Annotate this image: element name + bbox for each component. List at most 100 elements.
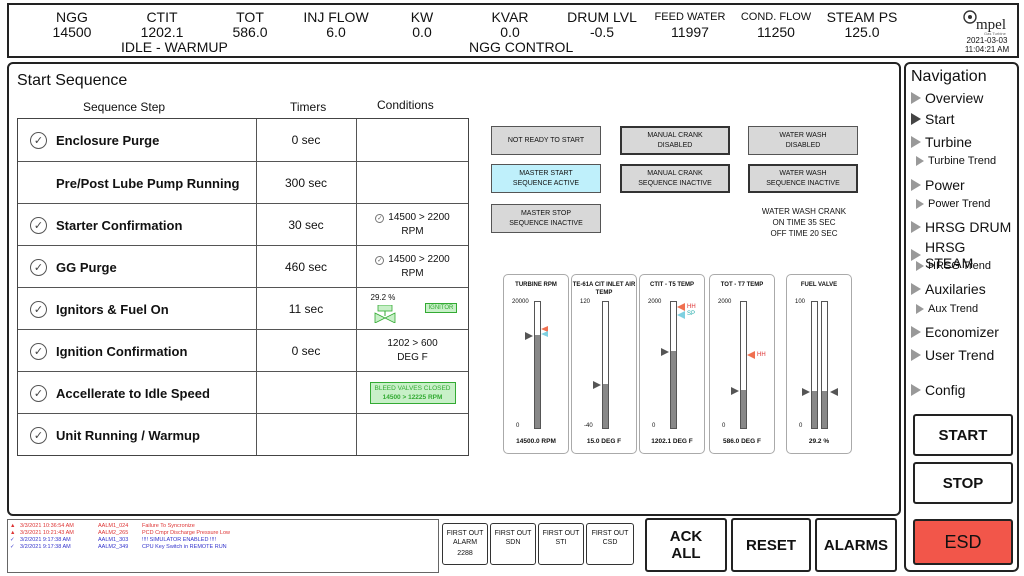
- gauge-reading: 15.0 DEG F: [586, 438, 622, 445]
- step-name: Ignitors & Fuel On: [56, 301, 169, 317]
- header-readout-drum-lvl: DRUM LVL-0.5: [557, 10, 647, 40]
- stop-button[interactable]: STOP: [913, 462, 1013, 504]
- step-condition: [357, 162, 468, 204]
- gauge-title: CTIT - T5 TEMP: [650, 282, 694, 288]
- step-name: Unit Running / Warmup: [56, 427, 200, 443]
- nav-item-power-trend[interactable]: Power Trend: [916, 198, 990, 210]
- check-icon: ✓: [30, 216, 47, 234]
- play-arrow-icon: [911, 179, 921, 191]
- status-center: NGG CONTROL: [469, 39, 574, 55]
- step-timer: 460 sec: [284, 260, 328, 274]
- esd-button[interactable]: ESD: [913, 519, 1013, 565]
- play-arrow-icon: [911, 136, 921, 148]
- alarm-markers-icon: [541, 326, 548, 337]
- warning-icon: ▲: [10, 523, 16, 529]
- step-name: Accellerate to Idle Speed: [56, 385, 210, 401]
- readout-value: 125.0: [844, 24, 880, 40]
- play-arrow-icon: [911, 384, 921, 396]
- start-button[interactable]: START: [913, 414, 1013, 456]
- nav-item-hrsg-trend[interactable]: HRSG Trend: [916, 260, 991, 272]
- date-readout: 2021-03-03: [966, 36, 1008, 45]
- gauge-min: 0: [652, 423, 656, 429]
- readout-label: INJ FLOW: [303, 9, 369, 25]
- step-name: Pre/Post Lube Pump Running: [56, 175, 240, 191]
- step-condition: [357, 414, 468, 456]
- reset-button[interactable]: RESET: [731, 518, 811, 572]
- time-readout: 11:04:21 AM: [964, 45, 1010, 54]
- nav-item-hrsg-drum[interactable]: HRSG DRUM: [911, 219, 1011, 235]
- gauge-max: 20000: [512, 299, 529, 305]
- readout-label: DRUM LVL: [567, 9, 637, 25]
- readout-value: 11250: [757, 24, 795, 40]
- hh-label: HH: [757, 352, 766, 358]
- nav-item-user-trend[interactable]: User Trend: [911, 347, 994, 363]
- page-title: Start Sequence: [17, 72, 128, 89]
- svg-text:mpel: mpel: [976, 17, 1006, 33]
- nav-item-turbine-trend[interactable]: Turbine Trend: [916, 155, 996, 167]
- col-header-timers: Timers: [290, 100, 327, 114]
- play-arrow-icon: [916, 261, 924, 271]
- nav-item-aux-trend[interactable]: Aux Trend: [916, 303, 978, 315]
- gauge-max: 2000: [718, 299, 732, 305]
- readout-value: 6.0: [326, 24, 346, 40]
- play-arrow-icon: [911, 221, 921, 233]
- gauge-min: 0: [722, 423, 726, 429]
- gauge-max: 2000: [648, 299, 662, 305]
- play-arrow-icon: [911, 249, 921, 261]
- play-arrow-icon: [911, 326, 921, 338]
- nav-item-config[interactable]: Config: [911, 382, 965, 398]
- acknowledged-icon: ✓: [10, 537, 15, 543]
- not-ready-button[interactable]: NOT READY TO START: [491, 126, 601, 155]
- gauge-title: FUEL VALVE: [800, 282, 838, 288]
- sp-label: SP: [687, 311, 696, 317]
- nav-item-start[interactable]: Start: [911, 111, 955, 127]
- check-icon: ✓: [30, 426, 47, 444]
- nav-item-auxilaries[interactable]: Auxilaries: [911, 281, 986, 297]
- nav-item-turbine[interactable]: Turbine: [911, 134, 972, 150]
- nav-item-overview[interactable]: Overview: [911, 90, 983, 106]
- gauge-min: 0: [799, 423, 803, 429]
- gauge-min: 0: [516, 423, 520, 429]
- readout-label: STEAM PS: [826, 9, 898, 25]
- nav-item-power[interactable]: Power: [911, 177, 965, 193]
- gauge-reading: 14500.0 RPM: [516, 438, 556, 445]
- setpoint-pointer-icon: [830, 388, 838, 396]
- play-arrow-icon: [911, 113, 921, 125]
- alarms-button[interactable]: ALARMS: [815, 518, 897, 572]
- nav-item-economizer[interactable]: Economizer: [911, 324, 999, 340]
- nav-item-hrsg-steam[interactable]: HRSG STEAM: [911, 239, 1017, 271]
- readout-value: 586.0: [232, 24, 268, 40]
- col-header-step: Sequence Step: [83, 100, 166, 114]
